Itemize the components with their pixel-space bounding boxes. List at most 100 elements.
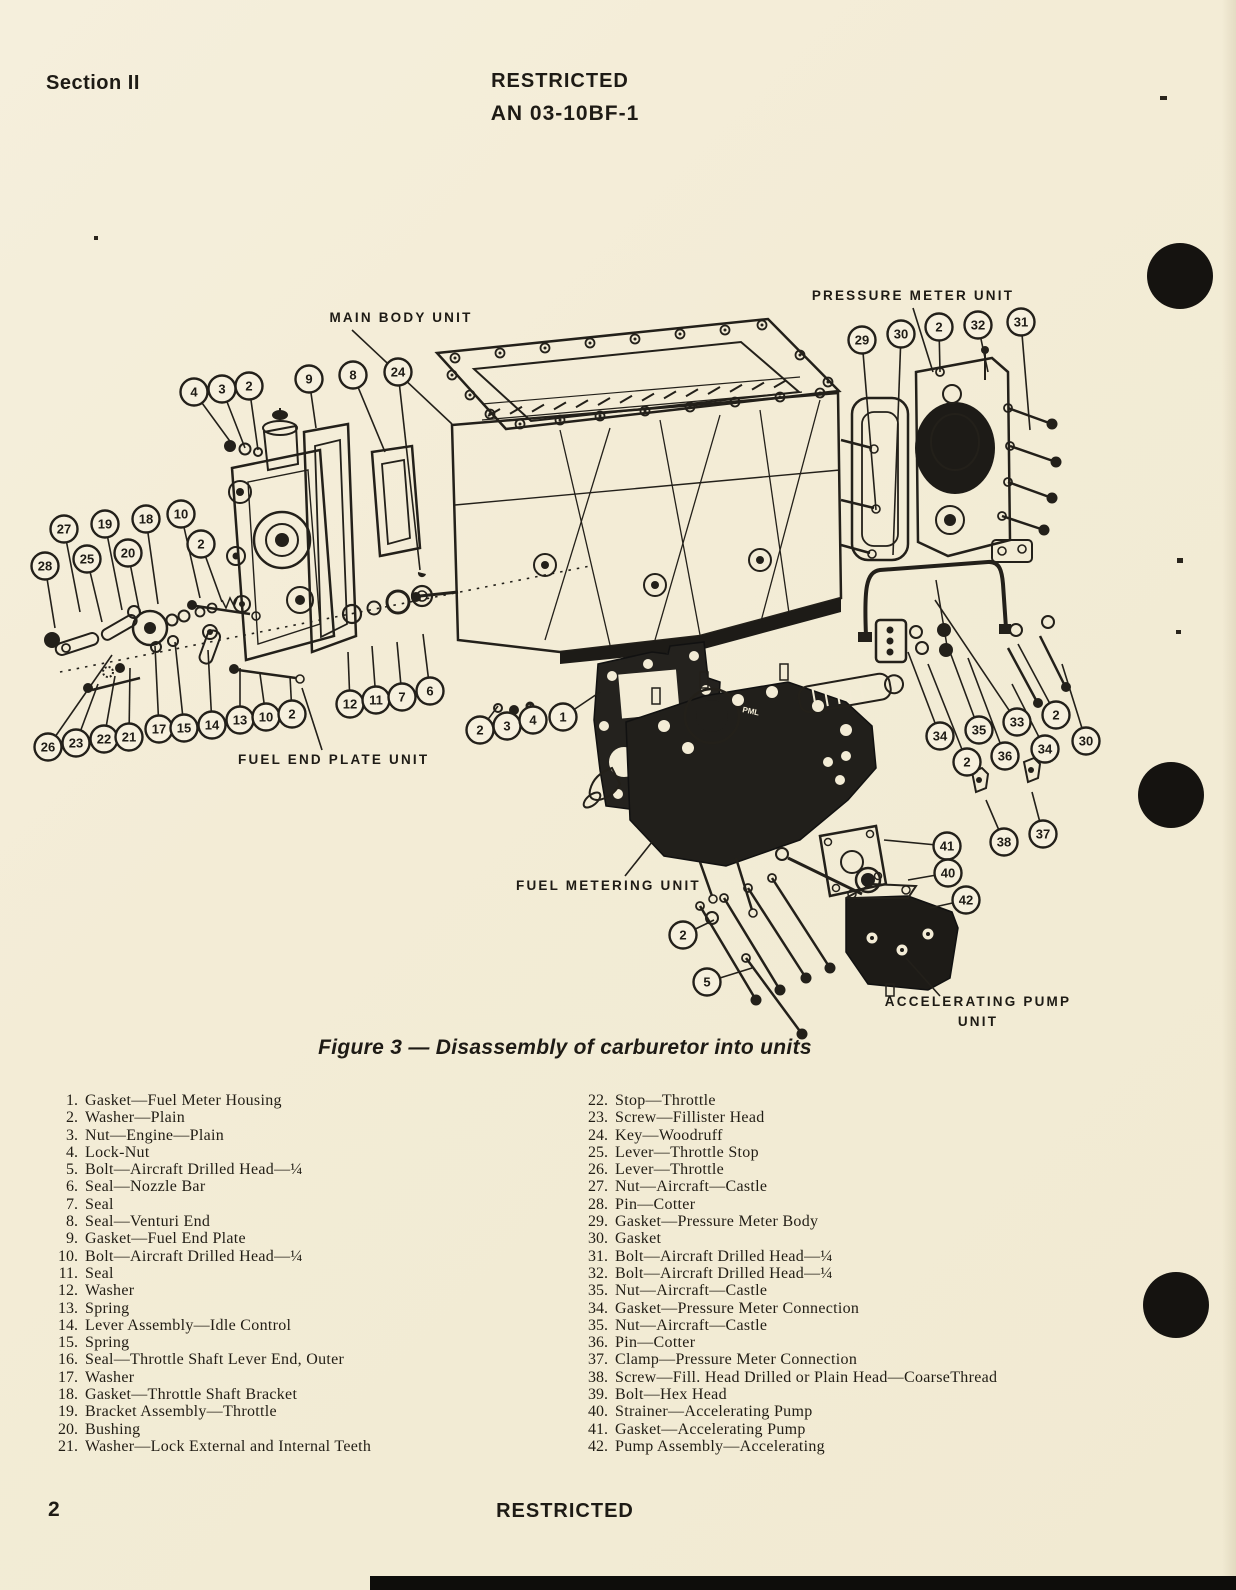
callout-2: 2 bbox=[234, 371, 264, 401]
part-name: Seal bbox=[85, 1195, 114, 1213]
doc-number: AN 03-10BF-1 bbox=[490, 102, 640, 125]
part-name: Lever—Throttle bbox=[615, 1161, 725, 1179]
part-name: Gasket—Pressure Meter Body bbox=[615, 1213, 819, 1231]
part-number: 13. bbox=[58, 1299, 78, 1317]
callout-leader bbox=[47, 654, 113, 748]
part-name: Strainer—Accelerating Pump bbox=[615, 1403, 813, 1421]
svg-text:8: 8 bbox=[349, 368, 356, 383]
part-name: Bolt—Aircraft Drilled Head—¼ bbox=[615, 1247, 833, 1265]
callout-8: 8 bbox=[338, 360, 368, 390]
part-name: Washer—Plain bbox=[85, 1109, 186, 1127]
svg-text:20: 20 bbox=[121, 546, 135, 561]
callout-3: 3 bbox=[492, 711, 522, 741]
part-number: 1. bbox=[66, 1092, 78, 1109]
pressure-meter-unit-label: PRESSURE METER UNIT bbox=[812, 288, 1014, 303]
part-name: Washer bbox=[85, 1368, 135, 1386]
svg-text:3: 3 bbox=[503, 719, 510, 734]
part-name: Gasket bbox=[615, 1230, 662, 1248]
part-name: Washer—Lock External and Internal Teeth bbox=[85, 1437, 372, 1455]
part-name: Bolt—Aircraft Drilled Head—¼ bbox=[85, 1247, 303, 1265]
part-number: 11. bbox=[58, 1264, 78, 1282]
svg-text:36: 36 bbox=[998, 749, 1012, 764]
svg-text:2: 2 bbox=[935, 320, 942, 335]
svg-text:3: 3 bbox=[218, 382, 225, 397]
callout-6: 6 bbox=[415, 676, 445, 706]
svg-text:29: 29 bbox=[855, 333, 869, 348]
callout-42: 42 bbox=[951, 885, 981, 915]
part-number: 29. bbox=[588, 1213, 608, 1231]
part-name: Nut—Engine—Plain bbox=[85, 1126, 225, 1144]
parts-list-item: 14.Lever Assembly—Idle Control bbox=[44, 1317, 371, 1334]
part-name: Gasket—Fuel Meter Housing bbox=[85, 1092, 282, 1109]
part-name: Screw—Fill. Head Drilled or Plain Head—C… bbox=[615, 1368, 998, 1386]
callout-leader bbox=[1020, 321, 1031, 431]
callout-25: 25 bbox=[72, 544, 102, 574]
parts-list-item: 13. Spring bbox=[44, 1300, 371, 1317]
parts-list-item: 35.Nut—Aircraft—Castle bbox=[574, 1282, 997, 1299]
part-number: 19. bbox=[58, 1403, 78, 1421]
parts-list-item: 32.Bolt—Aircraft Drilled Head—¼ bbox=[574, 1265, 997, 1282]
svg-text:2: 2 bbox=[476, 723, 483, 738]
part-name: Lever—Throttle Stop bbox=[615, 1143, 759, 1161]
part-name: Spring bbox=[85, 1334, 130, 1352]
part-name: Bracket Assembly—Throttle bbox=[85, 1403, 277, 1421]
pressure-meter-unit-leader bbox=[912, 307, 934, 373]
callout-12: 12 bbox=[335, 689, 365, 719]
svg-text:9: 9 bbox=[305, 372, 312, 387]
callout-29: 29 bbox=[847, 325, 877, 355]
parts-list-item: 26. Lever—Throttle bbox=[574, 1161, 997, 1178]
part-name: Spring bbox=[85, 1299, 130, 1317]
parts-list-item: 19. Bracket Assembly—Throttle bbox=[44, 1403, 371, 1420]
callout-20: 20 bbox=[113, 538, 143, 568]
svg-text:13: 13 bbox=[233, 713, 247, 728]
callout-19: 19 bbox=[90, 509, 120, 539]
callout-2: 2 bbox=[1041, 700, 1071, 730]
part-number: 26. bbox=[588, 1161, 608, 1179]
callout-38: 38 bbox=[989, 827, 1019, 857]
part-name: Nut—Aircraft—Castle bbox=[615, 1178, 768, 1196]
part-name: Bolt—Hex Head bbox=[615, 1386, 727, 1404]
parts-list-item: 20.Bushing bbox=[44, 1421, 371, 1438]
callout-41: 41 bbox=[932, 831, 962, 861]
callout-17: 17 bbox=[144, 714, 174, 744]
callout-13: 13 bbox=[225, 705, 255, 735]
page-number: 2 bbox=[48, 1498, 60, 1521]
svg-text:4: 4 bbox=[190, 385, 198, 400]
callout-28: 28 bbox=[30, 551, 60, 581]
parts-list-item: 22.Stop—Throttle bbox=[574, 1092, 997, 1109]
callout-32: 32 bbox=[963, 310, 993, 340]
svg-text:40: 40 bbox=[941, 866, 955, 881]
callout-35: 35 bbox=[964, 715, 994, 745]
part-number: 15. bbox=[58, 1334, 78, 1352]
svg-text:32: 32 bbox=[971, 318, 985, 333]
part-name: Key—Woodruff bbox=[615, 1126, 723, 1144]
part-number: 7. bbox=[66, 1195, 78, 1213]
svg-text:6: 6 bbox=[426, 684, 433, 699]
part-name: Screw—Fillister Head bbox=[615, 1109, 765, 1127]
throttle-parts-art bbox=[44, 595, 305, 693]
parts-list-item: 29. Gasket—Pressure Meter Body bbox=[574, 1213, 997, 1230]
part-number: 31. bbox=[588, 1247, 608, 1265]
svg-text:22: 22 bbox=[97, 732, 111, 747]
svg-text:24: 24 bbox=[391, 365, 406, 380]
callout-21: 21 bbox=[114, 722, 144, 752]
parts-list-item: 15. Spring bbox=[44, 1334, 371, 1351]
svg-text:42: 42 bbox=[959, 893, 973, 908]
svg-text:17: 17 bbox=[152, 722, 166, 737]
part-name: Lever Assembly—Idle Control bbox=[85, 1316, 292, 1334]
callout-2: 2 bbox=[924, 312, 954, 342]
parts-list-item: 12.Washer bbox=[44, 1282, 371, 1299]
part-name: Gasket—Pressure Meter Connection bbox=[615, 1299, 860, 1317]
parts-list-item: 16.Seal—Throttle Shaft Lever End, Outer bbox=[44, 1351, 371, 1368]
svg-text:15: 15 bbox=[177, 721, 191, 736]
parts-list-item: 5.Bolt—Aircraft Drilled Head—¼ bbox=[44, 1161, 371, 1178]
callout-23: 23 bbox=[61, 728, 91, 758]
callout-40: 40 bbox=[933, 858, 963, 888]
svg-text:33: 33 bbox=[1010, 715, 1024, 730]
